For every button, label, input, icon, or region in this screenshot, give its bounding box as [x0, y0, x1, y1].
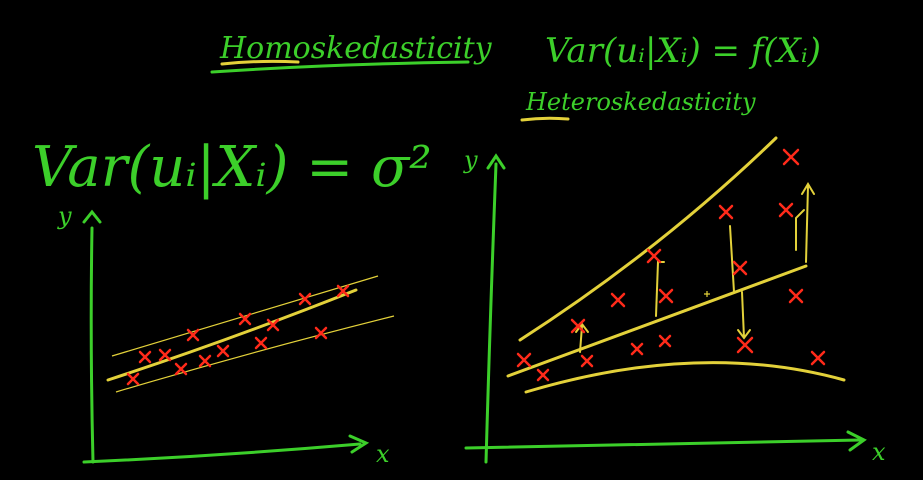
right-point	[788, 288, 804, 304]
right-point	[516, 352, 532, 368]
left-point	[126, 372, 140, 386]
right-y-axis	[484, 162, 498, 464]
homoskedasticity-yellow-underline	[220, 59, 300, 66]
right-point	[580, 354, 594, 368]
left-x-label: x	[376, 440, 390, 468]
right-point	[658, 288, 674, 304]
right-point	[782, 148, 800, 166]
right-regression-line	[506, 264, 808, 378]
residual-arrow	[737, 291, 751, 340]
right-point	[658, 334, 672, 348]
right-lower-bound	[524, 361, 846, 394]
left-point	[238, 312, 252, 326]
right-point	[570, 318, 586, 334]
right-x-arrow	[846, 430, 867, 452]
left-regression-line	[106, 288, 358, 382]
right-point	[610, 292, 626, 308]
right-point	[736, 336, 754, 354]
homoskedasticity-underline	[210, 60, 470, 74]
residual-arrow	[655, 261, 665, 317]
heteroskedasticity-underline	[520, 116, 570, 122]
right-point	[778, 202, 794, 218]
right-point	[810, 350, 826, 366]
right-point	[718, 204, 734, 220]
right-upper-bound	[518, 136, 778, 342]
right-x-axis	[464, 438, 862, 450]
heteroskedasticity-title: Heteroskedasticity	[525, 88, 756, 116]
left-x-axis	[82, 442, 362, 464]
hetero-variance-formula: Var(uᵢ|Xᵢ) = f(Xᵢ)	[545, 31, 821, 71]
left-point	[298, 292, 312, 306]
left-point	[336, 284, 350, 298]
left-point	[266, 318, 280, 332]
right-point	[732, 260, 748, 276]
right-data-points	[516, 148, 826, 382]
left-point	[254, 336, 268, 350]
left-plot: y x	[57, 202, 395, 468]
left-y-label: y	[57, 202, 72, 230]
left-point	[158, 348, 172, 362]
residual-arrow	[729, 225, 735, 293]
left-point	[138, 350, 152, 364]
left-point	[174, 362, 188, 376]
left-data-points	[126, 284, 350, 386]
left-y-arrow	[82, 209, 102, 224]
homo-variance-formula: Var(uᵢ|Xᵢ) = σ²	[32, 135, 432, 200]
residual-arrow	[801, 182, 815, 263]
right-point	[536, 368, 550, 382]
right-y-arrow	[486, 153, 506, 170]
right-plot: y x	[463, 136, 886, 466]
right-point	[646, 248, 662, 264]
right-point	[630, 342, 644, 356]
cursor-dot	[704, 291, 710, 297]
right-x-label: x	[872, 438, 886, 466]
left-x-arrow	[348, 434, 370, 454]
left-point	[216, 344, 230, 358]
left-lower-band	[115, 315, 395, 393]
residual-arrow	[795, 209, 805, 251]
left-point	[198, 354, 212, 368]
left-upper-band	[111, 275, 379, 357]
left-point	[186, 328, 200, 342]
left-point	[314, 326, 328, 340]
left-y-axis	[89, 226, 95, 464]
right-y-label: y	[463, 146, 478, 174]
